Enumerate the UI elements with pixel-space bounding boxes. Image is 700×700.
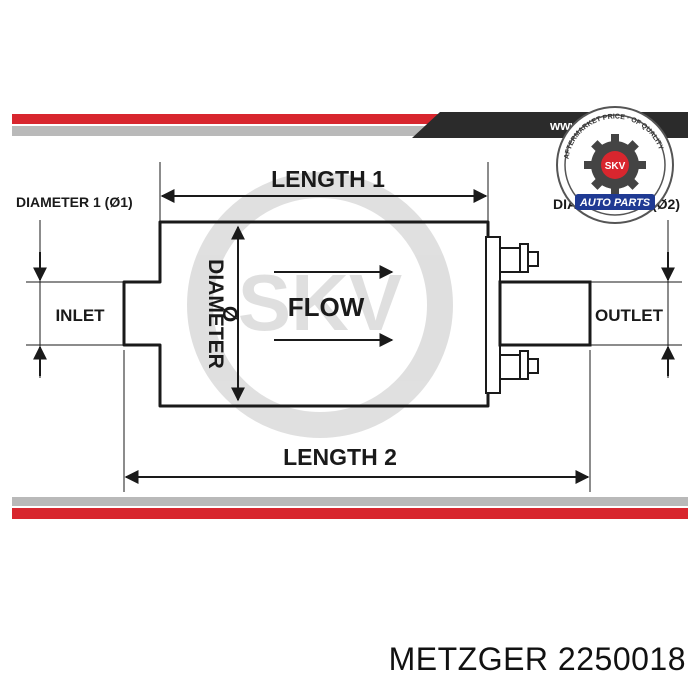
length2-label: LENGTH 2 bbox=[283, 444, 397, 470]
diameter-symbol: Ø bbox=[218, 306, 241, 322]
skv-badge: AFTERMARKET PRICE · OF QUALITY SKV AUTO … bbox=[556, 106, 674, 224]
length1-label: LENGTH 1 bbox=[271, 166, 385, 192]
terminal-bottom bbox=[499, 350, 539, 380]
badge-bottom-text: AUTO PARTS bbox=[579, 197, 651, 209]
outlet-tube bbox=[498, 280, 592, 347]
top-red-band bbox=[12, 114, 688, 124]
pump-end-cap bbox=[485, 236, 501, 394]
pump-body bbox=[122, 220, 490, 408]
terminal-top bbox=[499, 243, 539, 273]
bottom-grey-band bbox=[12, 497, 688, 506]
product-caption: METZGER 2250018 bbox=[388, 641, 686, 677]
outlet-label: OUTLET bbox=[595, 306, 664, 325]
inlet-label: INLET bbox=[55, 306, 105, 325]
badge-center-text: SKV bbox=[605, 161, 626, 172]
diameter1-label: DIAMETER 1 (Ø1) bbox=[16, 194, 133, 210]
top-grey-band bbox=[12, 126, 688, 136]
flow-label: FLOW bbox=[288, 292, 365, 322]
diameter-word: DIAMETER bbox=[204, 259, 227, 369]
bottom-red-band bbox=[12, 508, 688, 519]
